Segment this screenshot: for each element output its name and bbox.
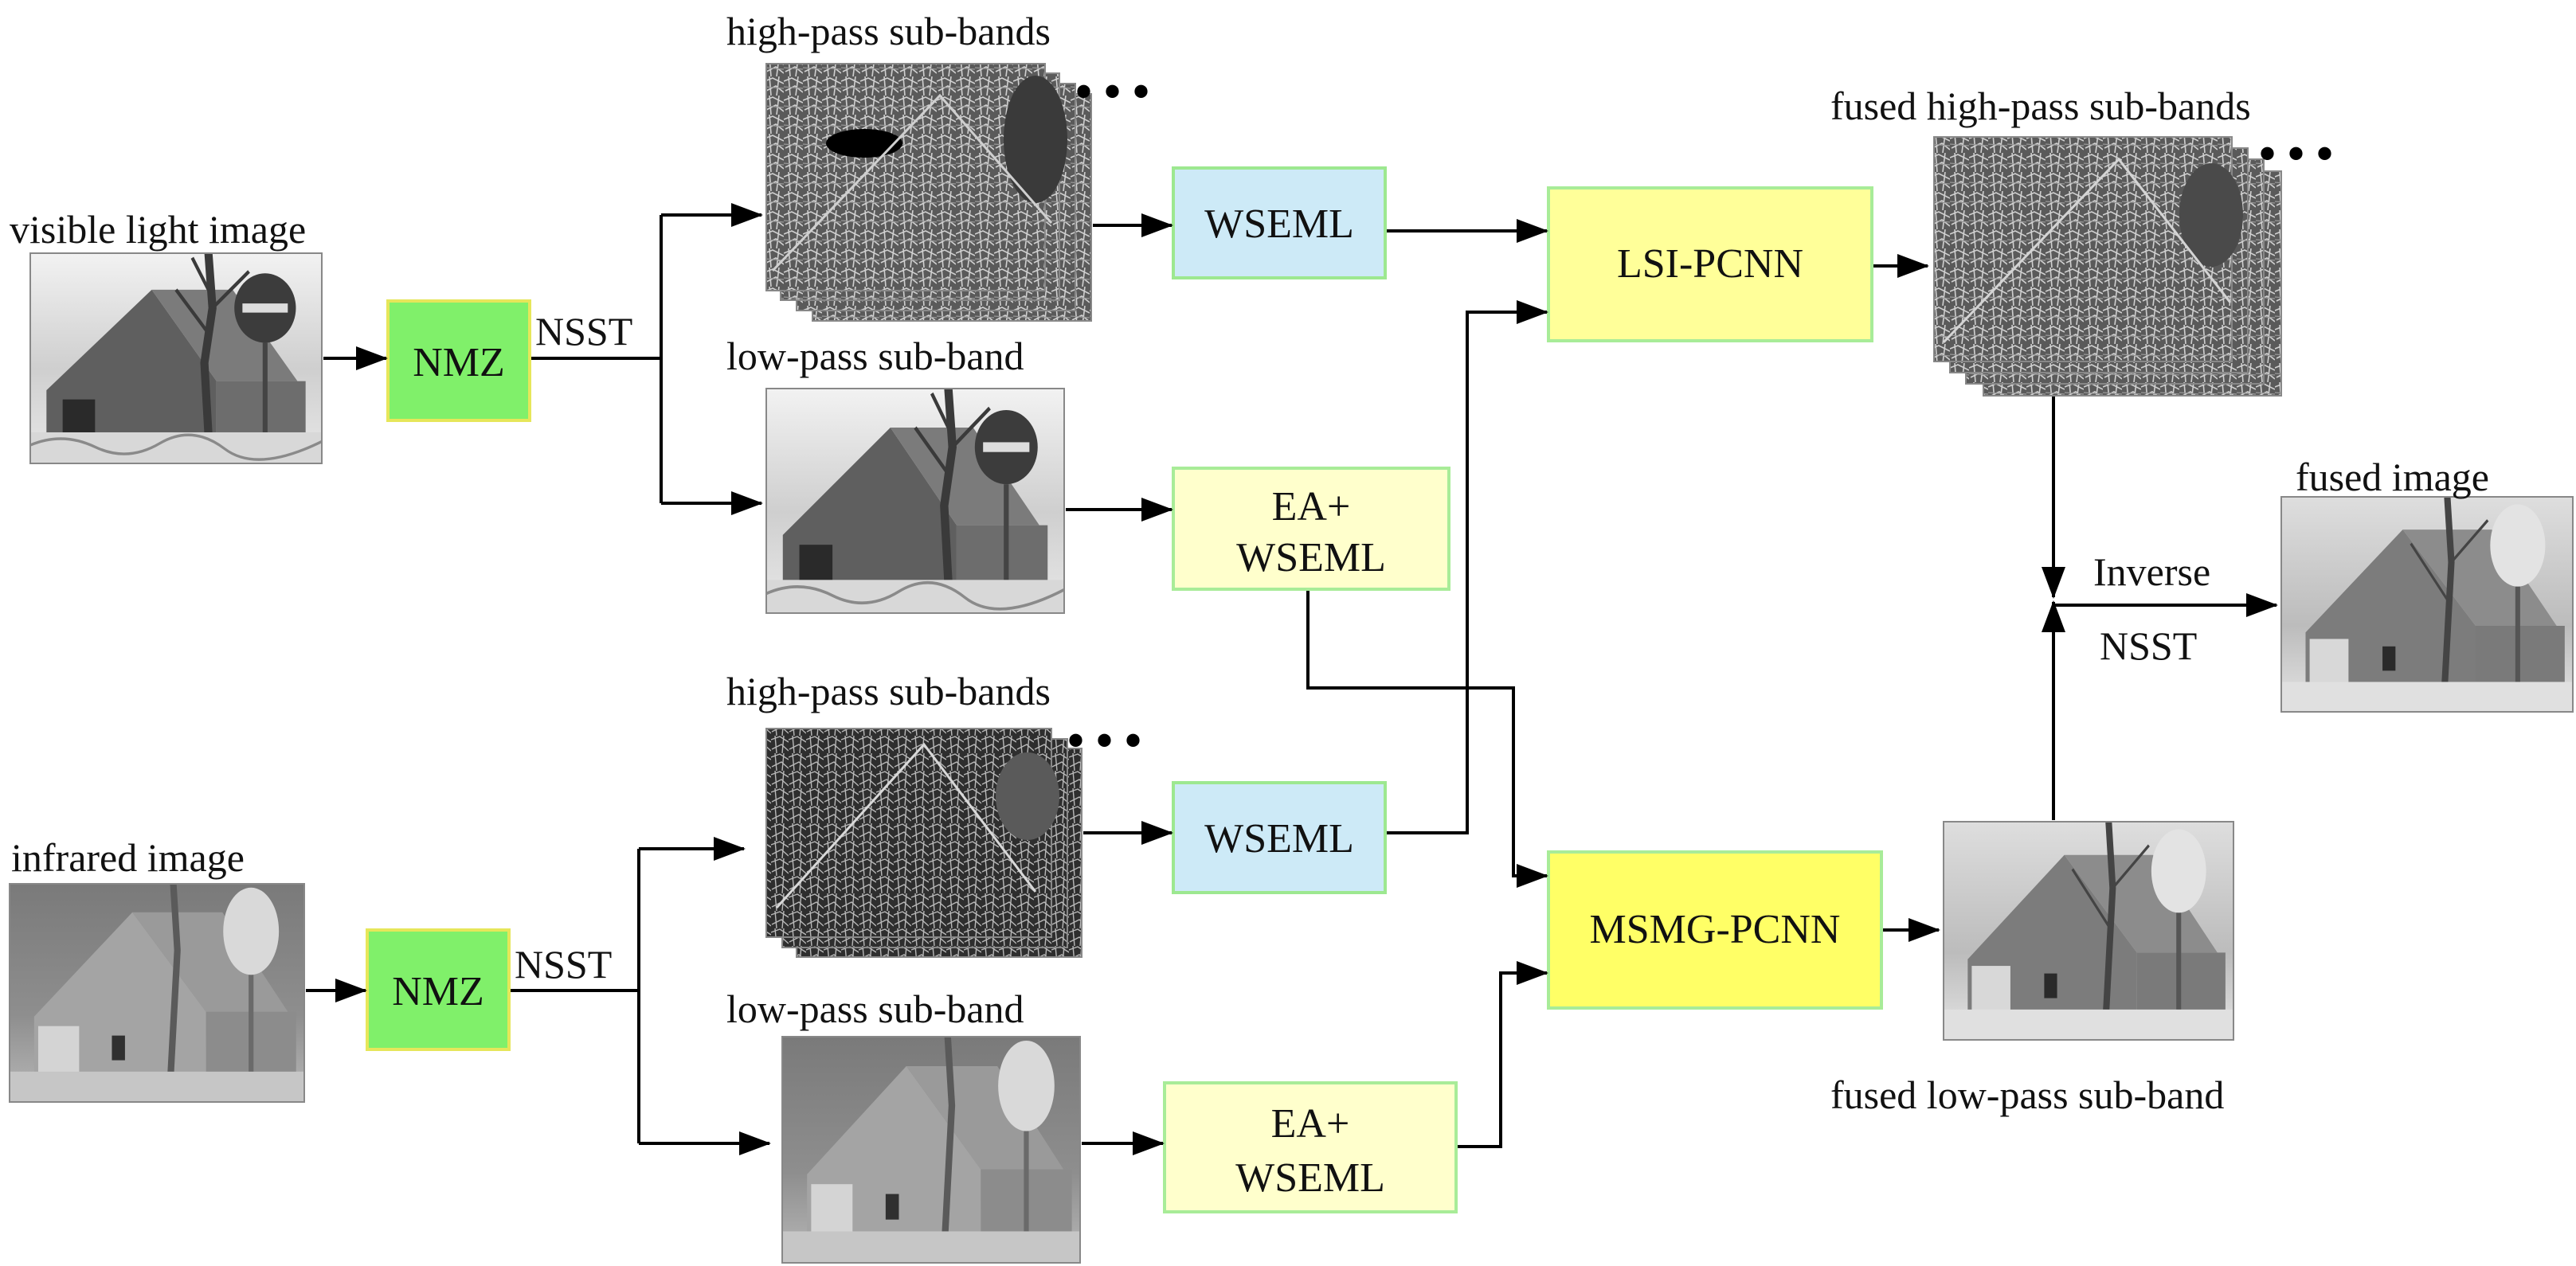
nmz-box-top-label: NMZ xyxy=(413,340,505,385)
high-pass-sub-bands-top xyxy=(765,63,1092,322)
inverse-nsst-label: NSST xyxy=(2100,623,2197,668)
nmz-box-top: NMZ xyxy=(386,299,531,422)
wseml-box-top: WSEML xyxy=(1172,166,1387,279)
low-pass-top-label: low-pass sub-band xyxy=(726,334,1024,378)
fused-low-pass-label: fused low-pass sub-band xyxy=(1830,1073,2224,1117)
wire-ea-top-to-msmg xyxy=(1306,591,1515,876)
fused-image xyxy=(2280,496,2574,713)
nsst-split-bottom xyxy=(511,837,771,1155)
high-pass-sub-bands-bottom xyxy=(765,728,1082,958)
nmz-box-bottom-label: NMZ xyxy=(392,969,484,1014)
nsst-split-top xyxy=(531,203,763,515)
wseml-bottom-label: WSEML xyxy=(1204,816,1354,862)
high-pass-bottom-label: high-pass sub-bands xyxy=(726,669,1051,713)
wseml-top-label: WSEML xyxy=(1204,201,1354,247)
ellipsis-bottom: • • • xyxy=(1067,714,1141,767)
visible-light-image xyxy=(29,252,323,464)
ellipsis-fused: • • • xyxy=(2259,127,2333,180)
wire-wseml-bottom-to-lsi xyxy=(1387,312,1469,834)
low-pass-sub-band-top xyxy=(765,388,1065,614)
nsst-top-label: NSST xyxy=(535,309,632,354)
fused-low-pass-sub-band xyxy=(1943,821,2234,1041)
lsi-pcnn-box: LSI-PCNN xyxy=(1547,186,1873,342)
inverse-label: Inverse xyxy=(2093,549,2210,594)
wire-ea-bottom-to-msmg xyxy=(1458,973,1502,1148)
ea-bottom-line2: WSEML xyxy=(1235,1155,1385,1201)
infrared-image xyxy=(9,883,305,1103)
msmg-pcnn-box: MSMG-PCNN xyxy=(1547,850,1883,1010)
fused-high-pass-label: fused high-pass sub-bands xyxy=(1830,84,2251,128)
ellipsis-top: • • • xyxy=(1075,65,1149,118)
low-pass-bottom-label: low-pass sub-band xyxy=(726,987,1024,1031)
high-pass-top-label: high-pass sub-bands xyxy=(726,9,1051,53)
nmz-box-bottom: NMZ xyxy=(366,928,511,1051)
wseml-box-bottom: WSEML xyxy=(1172,781,1387,894)
ea-top-line1: EA+ xyxy=(1272,484,1351,529)
fused-image-label: fused image xyxy=(2296,455,2489,499)
ea-top-line2: WSEML xyxy=(1236,535,1386,580)
ea-wseml-box-top: EA+ WSEML xyxy=(1172,467,1450,591)
infrared-image-label: infrared image xyxy=(11,835,245,880)
msmg-pcnn-label: MSMG-PCNN xyxy=(1590,907,1841,952)
low-pass-sub-band-bottom xyxy=(781,1036,1081,1264)
lsi-pcnn-label: LSI-PCNN xyxy=(1617,241,1803,287)
visible-light-image-label: visible light image xyxy=(10,207,306,252)
nsst-bottom-label: NSST xyxy=(515,942,612,987)
ea-wseml-box-bottom: EA+ WSEML xyxy=(1163,1081,1458,1213)
ea-bottom-line1: EA+ xyxy=(1271,1101,1350,1147)
fused-high-pass-sub-bands xyxy=(1933,136,2282,397)
